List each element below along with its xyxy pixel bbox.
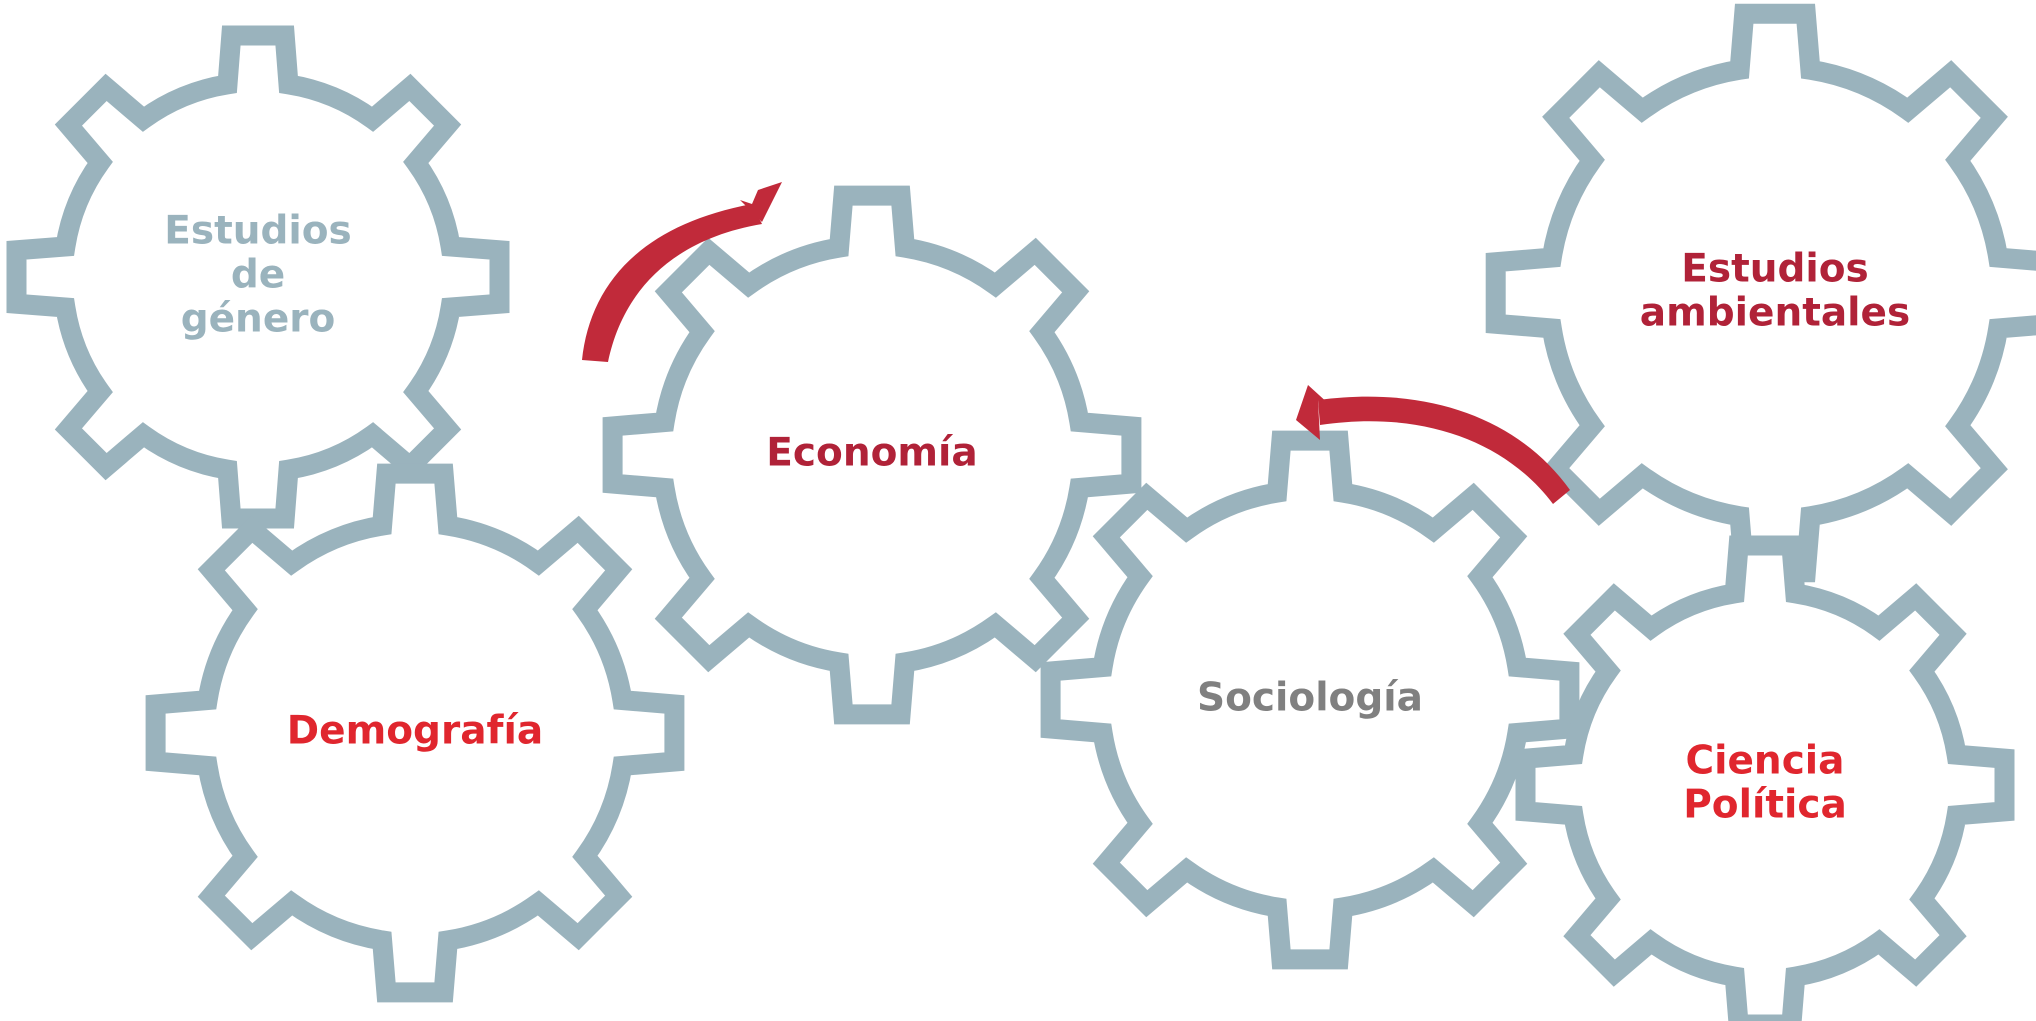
gear-outline	[602, 185, 1142, 725]
gear-label: de	[231, 253, 285, 298]
arrows-layer	[582, 182, 1570, 504]
gear-label: Estudios	[1681, 247, 1869, 292]
gear-outline	[1515, 535, 2015, 1021]
gear-outline	[145, 463, 685, 1003]
gear-label: género	[181, 297, 336, 342]
gear-outline	[6, 25, 510, 529]
arrowhead	[1296, 385, 1330, 440]
gear-label: Estudios	[164, 209, 352, 254]
gear-economia: Economía	[602, 185, 1142, 725]
gear-demografia: Demografía	[145, 463, 685, 1003]
arrow-body	[1318, 396, 1570, 504]
arrowhead	[740, 182, 782, 222]
gear-sociologia: Sociología	[1040, 430, 1580, 970]
gear-label: ambientales	[1640, 291, 1910, 336]
gear-label: Sociología	[1197, 676, 1423, 721]
gear-outline	[1040, 430, 1580, 970]
arrow-to-sociologia	[1296, 385, 1570, 504]
gear-label: Economía	[766, 431, 977, 476]
arrow-to-economia	[582, 182, 782, 362]
gear-label: Demografía	[287, 709, 543, 754]
gear-outline	[1485, 3, 2036, 583]
gear-label: Ciencia	[1685, 739, 1844, 784]
gear-label: Política	[1683, 783, 1847, 828]
arrow-body	[582, 204, 762, 362]
gears-layer: EstudiosdegéneroDemografíaEconomíaSociol…	[6, 3, 2036, 1021]
